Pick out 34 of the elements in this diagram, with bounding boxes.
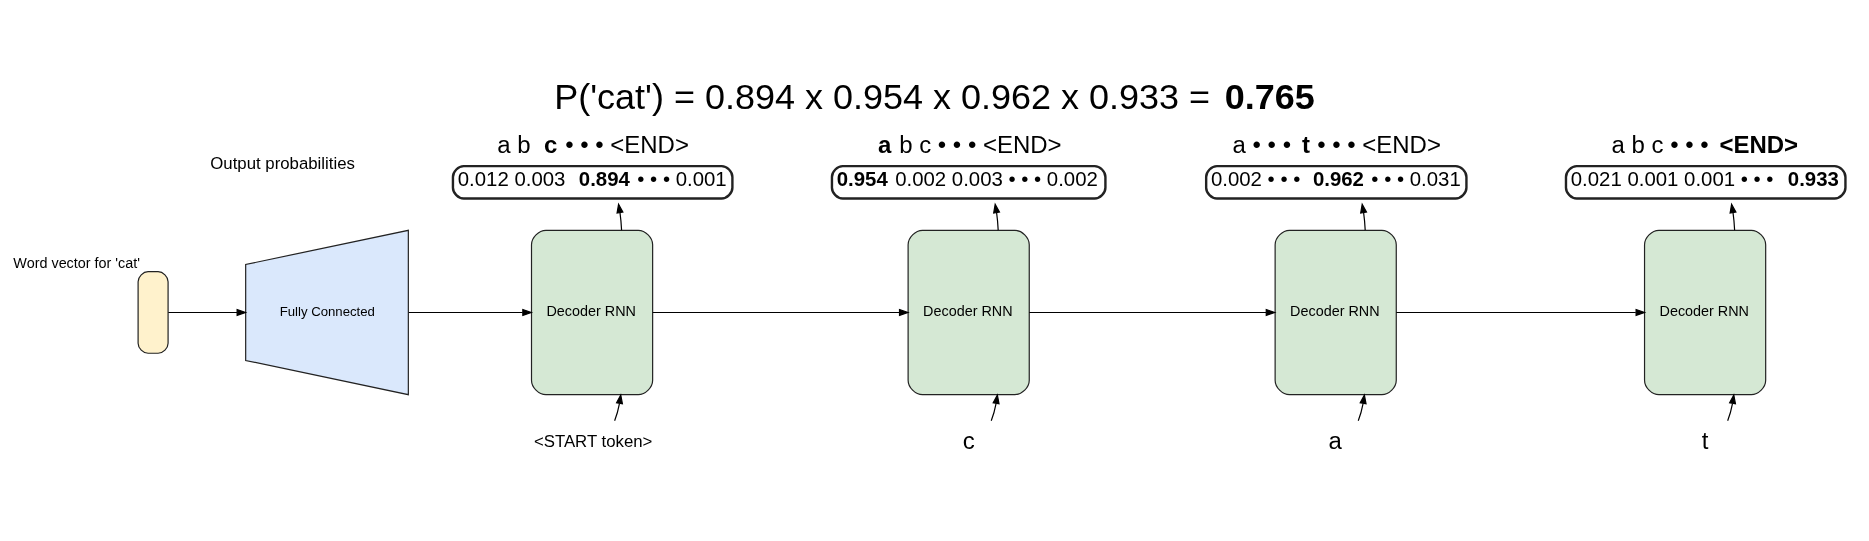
arrow xyxy=(1727,393,1737,422)
node-box: Decoder RNN xyxy=(907,229,1030,396)
node-box: Decoder RNN xyxy=(530,229,654,396)
arrow xyxy=(1028,308,1277,317)
node-box: 0.012 0.003 0.894 • • • 0.001 xyxy=(451,164,734,200)
node-box: Decoder RNN xyxy=(1643,229,1767,396)
arrow xyxy=(408,308,534,317)
node-label: a • • • t • • • <END> xyxy=(1232,130,1441,158)
node-label: Word vector for 'cat' xyxy=(13,254,141,271)
node-text: a xyxy=(1328,426,1342,454)
node-box: Decoder RNN xyxy=(1274,229,1397,396)
node-text: <START token> xyxy=(533,432,653,452)
arrow xyxy=(616,202,624,231)
node-box: 0.021 0.001 0.001 • • • 0.933 xyxy=(1564,164,1847,200)
arrow xyxy=(990,393,1000,422)
arrow xyxy=(652,308,910,317)
diagram-title: P('cat') = 0.894 x 0.954 x 0.962 x 0.933 = 0.765 xyxy=(554,76,1315,118)
arrow xyxy=(1357,393,1367,422)
node-box xyxy=(137,271,169,354)
node-text: t xyxy=(1701,426,1709,454)
arrow xyxy=(992,202,1001,231)
arrow xyxy=(167,308,248,317)
node-box: Fully Connected xyxy=(245,229,409,396)
arrow xyxy=(1359,202,1368,231)
node-box: 0.954 0.002 0.003 • • • 0.002 xyxy=(830,164,1107,200)
node-label: a b c • • • <END> xyxy=(878,130,1062,158)
node-label: a b c • • • <END> xyxy=(1611,130,1799,158)
label: Output probabilities xyxy=(210,154,355,174)
arrow xyxy=(1729,202,1737,231)
arrow xyxy=(614,393,624,422)
arrow xyxy=(1395,308,1647,317)
node-label: a b c • • • <END> xyxy=(497,130,689,158)
node-box: 0.002 • • • 0.962 • • • 0.031 xyxy=(1204,164,1468,200)
node-text: c xyxy=(962,426,975,454)
